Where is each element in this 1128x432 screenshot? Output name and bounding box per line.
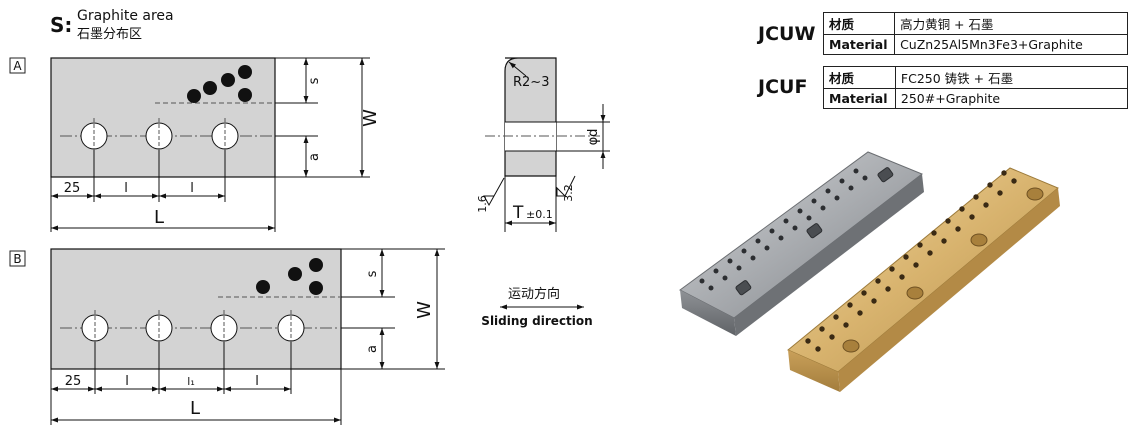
view-b-tag-box — [9, 250, 26, 267]
dim-b-l1b: l₁ — [187, 375, 194, 388]
graphite-legend: S: Graphite area 石墨分布区 — [50, 8, 174, 42]
dim-a-25: 25 — [64, 181, 81, 196]
rough-right: 3.2 — [562, 184, 575, 202]
product-illustration — [679, 151, 1060, 392]
view-a-tag: A — [13, 59, 22, 73]
view-a: A s a W 25 l l — [9, 57, 381, 232]
table-cell: 材质 — [822, 12, 896, 35]
section-radius: R2~3 — [513, 75, 549, 90]
material-table-jcuf: 材质 FC250 铸铁 + 石墨 Material 250#+Graphite — [823, 66, 1128, 109]
dim-a-w: W — [360, 109, 381, 127]
view-b-tag: B — [13, 252, 21, 266]
direction-en: Sliding direction — [481, 314, 592, 328]
table-cell: 材质 — [823, 66, 896, 89]
dim-b-s: s — [365, 270, 380, 277]
table-row: Material CuZn25Al5Mn3Fe3+Graphite — [822, 34, 1128, 55]
view-b: B s a W 25 — [9, 248, 445, 425]
graphite-dots-b — [256, 258, 323, 295]
table-cell: Material — [823, 88, 896, 109]
dim-a-l1: l — [124, 181, 128, 196]
section-thick: T — [512, 203, 524, 223]
dim-a-s: s — [307, 77, 322, 84]
dim-a-l2: l — [190, 181, 194, 196]
dim-b-a: a — [365, 345, 380, 353]
table-cell: 高力黄铜 + 石墨 — [894, 12, 1128, 35]
direction-zh: 运动方向 — [508, 286, 560, 302]
code-jcuw: JCUW — [758, 23, 816, 45]
graphite-dots-a — [187, 65, 252, 103]
dim-a-a: a — [307, 153, 322, 161]
rough-left: 1.6 — [476, 195, 489, 213]
table-row: 材质 高力黄铜 + 石墨 — [822, 12, 1128, 35]
section-dia: φd — [586, 129, 601, 146]
section-view: R2~3 φd T ±0.1 1.6 3.2 — [476, 57, 610, 232]
view-a-tag-box — [9, 57, 26, 74]
sliding-direction: 运动方向 Sliding direction — [481, 286, 592, 328]
table-row: 材质 FC250 铸铁 + 石墨 — [823, 66, 1128, 89]
table-cell: Material — [822, 34, 896, 55]
dim-b-l2: l — [255, 374, 259, 389]
legend-en: Graphite area — [77, 8, 174, 24]
table-cell: CuZn25Al5Mn3Fe3+Graphite — [894, 34, 1128, 55]
code-jcuf: JCUF — [758, 76, 808, 98]
legend-symbol: S: — [50, 13, 72, 37]
dim-b-l1: l — [125, 374, 129, 389]
table-cell: 250#+Graphite — [894, 88, 1128, 109]
brass-plate — [787, 167, 1060, 392]
roughness-right-icon — [556, 175, 576, 197]
roughness-left-icon — [483, 177, 505, 207]
steel-plate — [679, 151, 924, 336]
table-row: Material 250#+Graphite — [823, 88, 1128, 109]
dim-b-w: W — [414, 301, 435, 319]
dim-b-L: L — [190, 398, 200, 419]
material-table-jcuw: 材质 高力黄铜 + 石墨 Material CuZn25Al5Mn3Fe3+Gr… — [822, 12, 1128, 55]
legend-zh: 石墨分布区 — [77, 27, 142, 42]
section-tol: ±0.1 — [526, 208, 553, 221]
dim-a-L: L — [154, 207, 164, 228]
plate-a — [50, 57, 276, 178]
table-cell: FC250 铸铁 + 石墨 — [894, 66, 1128, 89]
dim-b-25: 25 — [65, 374, 82, 389]
